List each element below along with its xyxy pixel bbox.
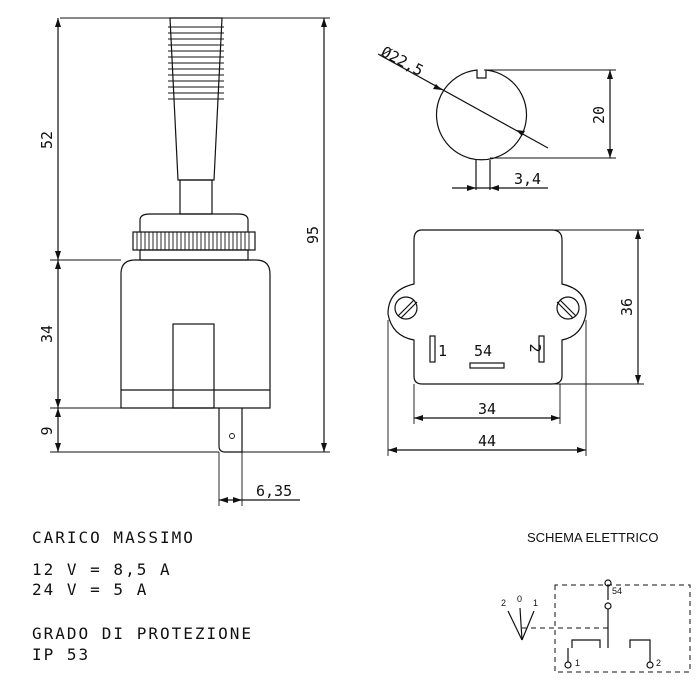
switch-neck (139, 249, 249, 261)
contact-left (571, 639, 601, 648)
schema-term-2: 2 (656, 658, 661, 668)
contact-top (604, 602, 612, 610)
wiring-schematic (507, 579, 691, 673)
load-12v: 12 V = 8,5 A (32, 560, 172, 579)
lever-handle (169, 17, 223, 181)
dim-hole-diameter: Ø22,5 (378, 43, 426, 80)
terminal-1 (564, 661, 572, 669)
right-screw (556, 296, 580, 320)
knurl-lines (136, 232, 250, 250)
lever-pos-0 (519, 607, 523, 641)
contact-right (629, 639, 651, 662)
dim-terminal-width: 6,35 (256, 482, 292, 500)
base-outline (387, 229, 587, 385)
terminal-54 (604, 579, 612, 587)
pin-right (538, 335, 545, 363)
schematic-enclosure (554, 584, 691, 673)
schema-pos-1: 1 (533, 598, 538, 608)
dim-body-height: 34 (38, 325, 56, 343)
load-title: CARICO MASSIMO (32, 528, 195, 547)
dim-overall-height: 95 (304, 226, 322, 244)
dim-base-height: 36 (618, 298, 636, 316)
schema-pos-0: 0 (517, 594, 522, 604)
dim-lever-height: 52 (38, 131, 56, 149)
mounting-hole (435, 69, 528, 161)
base-label-center: 54 (474, 342, 492, 360)
bushing-cap (139, 213, 249, 232)
pin-center (469, 362, 505, 369)
dim-key-width: 3,4 (514, 170, 541, 188)
lever-stem (179, 179, 213, 215)
base-view (387, 229, 644, 456)
schema-pos-2: 2 (501, 598, 506, 608)
dim-base-width: 44 (478, 432, 496, 450)
dim-hole-flat: 20 (590, 106, 608, 124)
schema-term-1: 1 (575, 658, 580, 668)
base-label-left: 1 (438, 342, 447, 360)
mounting-hole-view (377, 53, 616, 191)
protection-title: GRADO DI PROTEZIONE (32, 624, 254, 643)
lever-pos-2 (507, 610, 523, 641)
body-slot (172, 323, 215, 409)
dim-pin-spacing: 34 (478, 400, 496, 418)
switch-body (120, 259, 271, 409)
terminal-2 (646, 661, 654, 669)
load-24v: 24 V = 5 A (32, 580, 149, 599)
key-lines (475, 160, 491, 190)
lever-grip-ridges (168, 26, 224, 100)
pin-left (429, 335, 436, 363)
terminal-hole (229, 433, 235, 439)
terminal-blade (218, 408, 243, 453)
schema-title: SCHEMA ELETTRICO (527, 530, 659, 545)
switch-side-view (120, 17, 271, 453)
protection-value: IP 53 (32, 645, 91, 664)
side-dimension-lines (50, 17, 330, 506)
dim-terminal-height: 9 (38, 426, 56, 435)
lever-pos-1 (521, 610, 535, 641)
left-screw (394, 296, 418, 320)
base-label-right: 2 (526, 343, 544, 352)
schema-term-54: 54 (612, 586, 622, 596)
